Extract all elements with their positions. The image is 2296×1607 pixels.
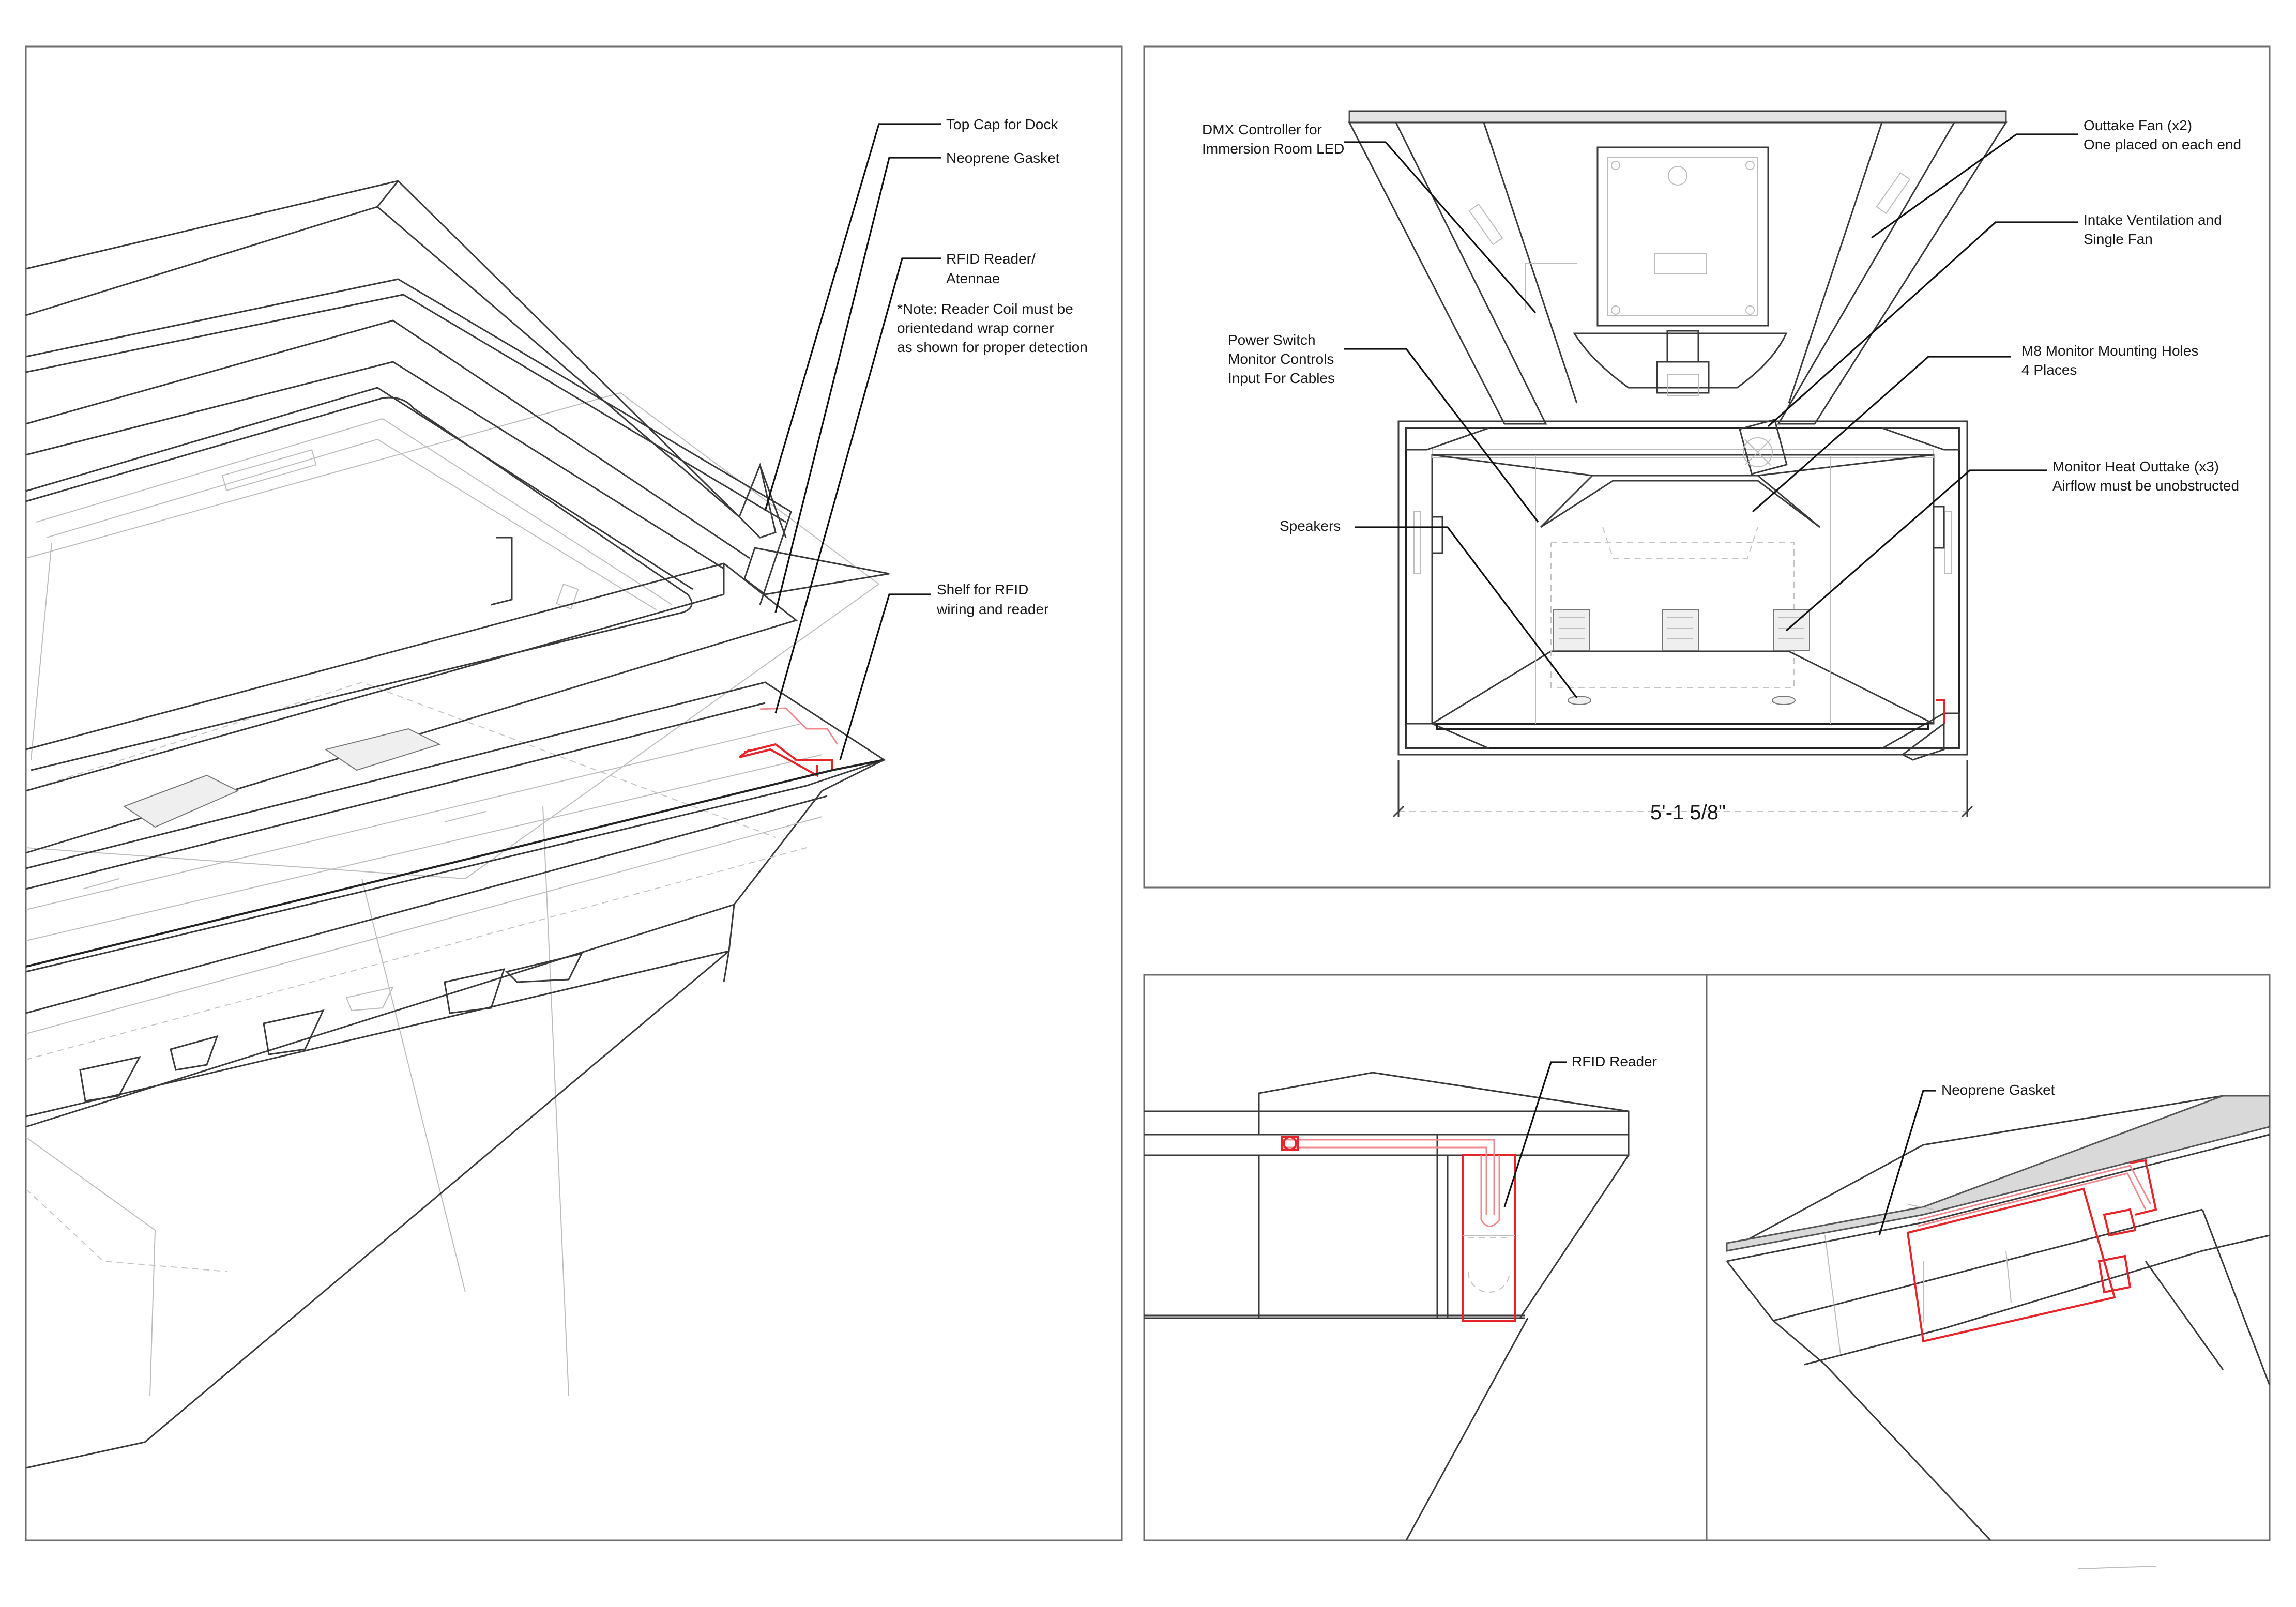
callout-dmx-line1: DMX Controller for <box>1202 121 1322 137</box>
panel-top-right-frame <box>1143 45 2271 889</box>
callout-m8-line1: M8 Monitor Mounting Holes <box>2021 343 2198 359</box>
heat-outtake-grilles <box>1553 609 1810 651</box>
callout-rfid-reader-line1: RFID Reader/ <box>946 251 1036 267</box>
top-right-callouts: DMX Controller for Immersion Room LED Ou… <box>1202 117 2241 534</box>
callout-speakers: Speakers <box>1280 518 1341 534</box>
callout-dmx-line2: Immersion Room LED <box>1202 141 1344 157</box>
leader-gasket-detail <box>1878 1090 1936 1236</box>
triangle-vents <box>79 952 583 1102</box>
bottom-right-iso <box>1726 1095 2271 1541</box>
leader-rfid-reader <box>1503 1061 1567 1207</box>
callout-heat-line2: Airflow must be unobstructed <box>2052 478 2239 494</box>
left-callouts: Top Cap for Dock Neoprene Gasket RFID Re… <box>897 116 1088 617</box>
callout-rfid-reader-line2: Atennae <box>946 270 1000 286</box>
callout-note-line2: orientedand wrap corner <box>897 320 1054 336</box>
callout-neoprene-gasket-detail: Neoprene Gasket <box>1941 1082 2055 1098</box>
callout-heat-line1: Monitor Heat Outtake (x3) <box>2052 458 2219 475</box>
rfid-reader-body <box>1462 1154 1516 1322</box>
callout-m8-line2: 4 Places <box>2021 362 2077 378</box>
callout-rfid-reader-detail: RFID Reader <box>1572 1053 1657 1069</box>
callout-top-cap: Top Cap for Dock <box>946 116 1058 132</box>
rfid-reader-iso <box>1906 1187 2116 1343</box>
rfid-coil-left <box>744 743 833 770</box>
callout-power-line1: Power Switch <box>1228 332 1316 348</box>
panel-left-frame <box>25 45 1123 1541</box>
callout-outtake-fan-line1: Outtake Fan (x2) <box>2084 117 2192 133</box>
top-right-leaders <box>1344 133 2078 698</box>
callout-power-line3: Input For Cables <box>1228 370 1335 386</box>
callout-shelf-line1: Shelf for RFID <box>937 581 1028 598</box>
dimension-width: 5'-1 5/8" <box>1650 801 1726 824</box>
callout-shelf-line2: wiring and reader <box>936 601 1048 617</box>
left-exploded-dock <box>25 180 890 1469</box>
callout-note-line1: *Note: Reader Coil must be <box>897 301 1073 317</box>
bottom-left-section <box>1144 1072 1630 1541</box>
callout-neoprene-gasket: Neoprene Gasket <box>946 150 1060 166</box>
callout-power-line2: Monitor Controls <box>1228 351 1334 367</box>
callout-outtake-fan-line2: One placed on each end <box>2084 136 2241 152</box>
top-right-elevation <box>1348 110 2008 818</box>
callout-intake-line2: Single Fan <box>2084 231 2153 247</box>
left-leaders <box>764 123 941 760</box>
callout-intake-line1: Intake Ventilation and <box>2084 212 2222 228</box>
callout-note-line3: as shown for proper detection <box>897 339 1088 355</box>
